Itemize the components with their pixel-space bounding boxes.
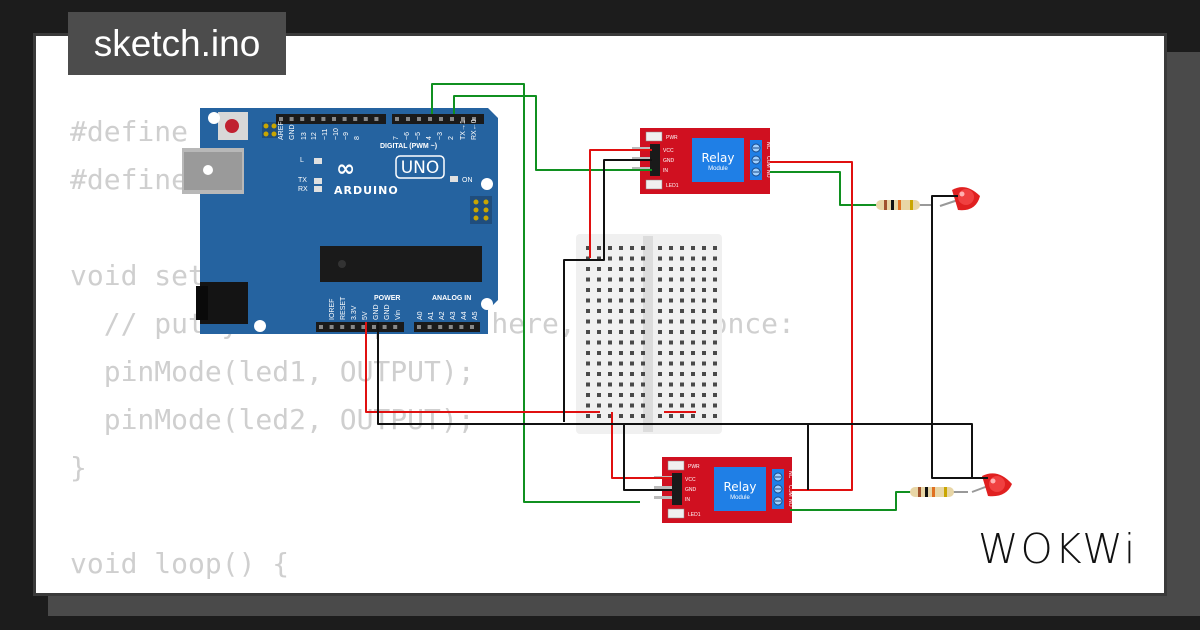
pin-label: GND — [373, 304, 380, 320]
wire-green-relay1-out — [770, 171, 876, 206]
wire-black-led1 — [931, 195, 972, 479]
relay-terminal-label: NC — [765, 142, 771, 150]
pin-label: ~3 — [437, 132, 444, 140]
pin-label: A4 — [461, 311, 468, 320]
pin-label: 3.3V — [351, 305, 358, 320]
wire-green-pin2 — [453, 95, 652, 171]
wire-red-com — [770, 161, 853, 491]
relay-subtitle: Module — [730, 495, 750, 501]
relay-pin-label: VCC — [685, 477, 696, 483]
code-line: void loop() { — [70, 547, 290, 580]
pin-label: GND — [289, 124, 296, 140]
pin-label: RESET — [340, 296, 347, 320]
relay-body — [714, 467, 766, 511]
pin-label: ~10 — [333, 128, 340, 140]
pin-label: 2 — [448, 136, 455, 140]
uno-label: UNO — [401, 158, 440, 178]
wire-green-pin4 — [431, 83, 640, 503]
pin-label: A1 — [428, 311, 435, 320]
pin-label: RX←0 — [471, 119, 478, 140]
pin-label: 13 — [301, 132, 308, 140]
relay-pin-label: GND — [663, 158, 675, 164]
wokwi-logo: WOKWi — [978, 525, 1138, 573]
analog-label: ANALOG IN — [432, 295, 471, 302]
relay-title: Relay — [702, 151, 735, 165]
relay-pin-label: VCC — [663, 148, 674, 154]
digital-label: DIGITAL (PWM ~) — [380, 143, 437, 150]
relay-terminal-label: NC — [787, 471, 793, 479]
wire-black-relay2-gnd — [623, 424, 672, 491]
relay-pin-label: IN — [663, 168, 668, 174]
wire-red-relay1-vcc — [589, 149, 652, 258]
relay-led-label: LED1 — [688, 512, 701, 518]
wire-red-relay2-vcc — [611, 412, 672, 479]
code-line: } — [70, 451, 87, 484]
arduino-uno[interactable]: L TX RX ON ∞ ARDUINO UNO DIGITAL (PWM ~)… — [182, 108, 498, 334]
pin-label: TX→1 — [460, 120, 467, 140]
pin-label: ~11 — [322, 129, 329, 140]
relay-pin-label: IN — [685, 497, 690, 503]
relay-terminal-label: COM — [765, 156, 771, 168]
pin-label: 7 — [393, 136, 400, 140]
relay-pwr-label: PWR — [666, 135, 678, 141]
wire-red-5v — [365, 322, 600, 413]
relay-title: Relay — [724, 480, 757, 494]
pin-label: GND — [384, 304, 391, 320]
relay-subtitle: Module — [708, 166, 728, 172]
file-tab-label: sketch.ino — [93, 23, 261, 64]
led-1[interactable] — [939, 187, 980, 211]
breadboard[interactable] — [576, 234, 722, 434]
pin-label: ~9 — [343, 132, 350, 140]
relay-pin-label: GND — [685, 487, 697, 493]
relay-pwr-label: PWR — [688, 464, 700, 470]
pin-label: A0 — [417, 311, 424, 320]
file-tab[interactable]: sketch.ino — [68, 12, 286, 75]
tx-label: TX — [298, 177, 307, 184]
wire-green-relay2-out — [790, 491, 910, 511]
on-label: ON — [462, 177, 473, 184]
pin-label: IOREF — [329, 299, 336, 320]
pin-label: A2 — [439, 311, 446, 320]
code-line: pinMode(led2, OUTPUT); — [70, 403, 475, 436]
led-2[interactable] — [971, 473, 1012, 497]
power-label: POWER — [374, 295, 400, 302]
rx-label: RX — [298, 186, 308, 193]
code-line: pinMode(led1, OUTPUT); — [70, 355, 475, 388]
relay-led-label: LED1 — [666, 183, 679, 189]
pin-label: 12 — [311, 132, 318, 140]
relay-terminal-label: NO — [787, 499, 793, 507]
infinity-logo: ∞ — [336, 156, 355, 182]
pin-label: 8 — [354, 136, 361, 140]
relay-terminal-label: NO — [765, 170, 771, 178]
wire-black-breadboard — [700, 423, 809, 490]
wire-black-relay1-gnd — [563, 159, 652, 422]
pin-label: 4 — [426, 136, 433, 140]
pin-label: Vin — [395, 310, 402, 320]
pin-label: AREF — [278, 121, 285, 140]
arduino-brand: ARDUINO — [334, 184, 399, 197]
l-label: L — [300, 157, 304, 164]
wire-black-gnd — [377, 322, 988, 479]
atmega-chip — [320, 246, 482, 282]
pin-label: ~5 — [415, 132, 422, 140]
pin-label: ~6 — [404, 132, 411, 140]
pin-label: 5V — [362, 311, 369, 320]
pin-label: A3 — [450, 311, 457, 320]
relay-body — [692, 138, 744, 182]
pin-label: A5 — [472, 311, 479, 320]
